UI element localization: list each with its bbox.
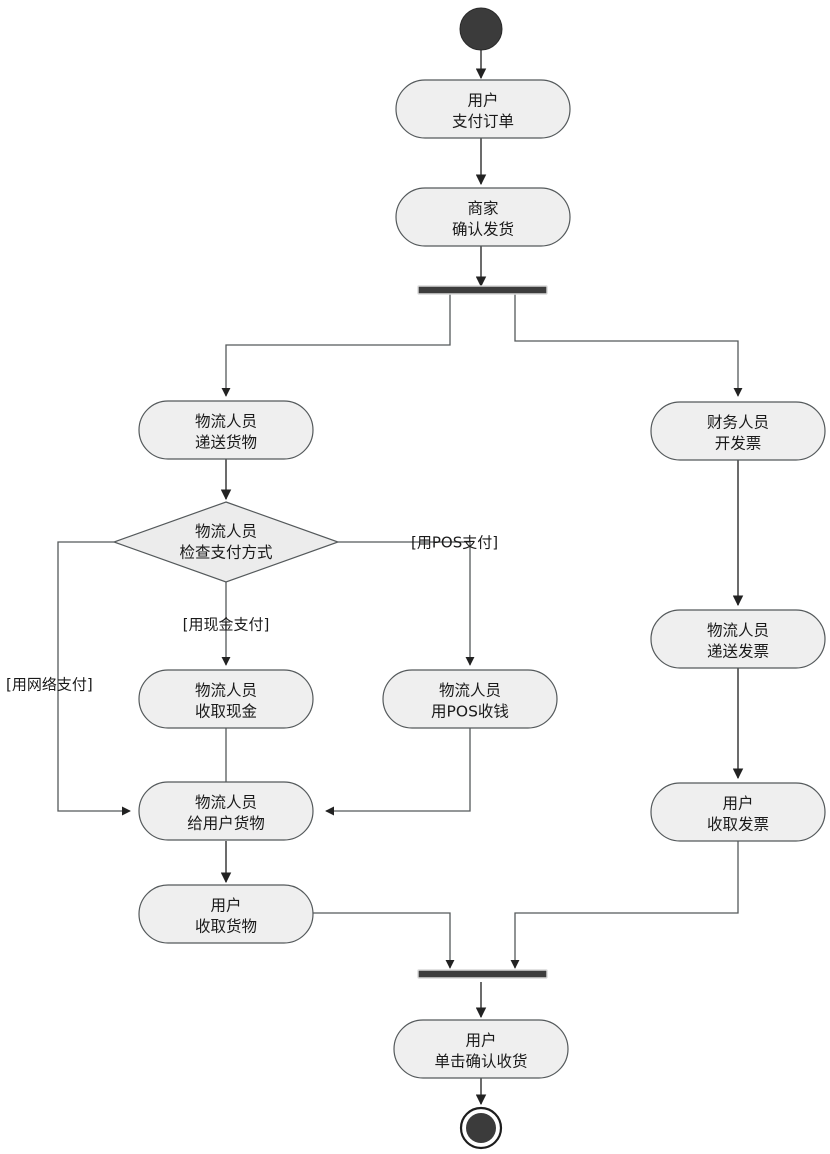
- action-node-collect-cash-line1: 物流人员: [195, 682, 257, 700]
- action-node-deliver-invoice-line2: 递送发票: [707, 643, 769, 661]
- action-node-deliver-goods-line1: 物流人员: [195, 413, 257, 431]
- action-node-deliver-goods-line2: 递送货物: [195, 434, 257, 452]
- decision-node-check-payment[interactable]: 物流人员 检查支付方式: [112, 501, 340, 583]
- edge-check-payment-to-give-goods-online: [57, 541, 131, 816]
- action-node-confirm-receipt-line1: 用户: [465, 1032, 496, 1050]
- action-node-give-goods[interactable]: 物流人员 给用户货物: [138, 781, 314, 841]
- edge-check-payment-to-collect-pos: [338, 541, 475, 666]
- edge-receive-invoice-to-join: [510, 841, 739, 969]
- guard-label-pos: [用POS支付]: [411, 534, 498, 552]
- action-node-collect-pos[interactable]: 物流人员 用POS收钱: [382, 669, 558, 729]
- action-node-collect-cash[interactable]: 物流人员 收取现金: [138, 669, 314, 729]
- action-node-receive-invoice-line1: 用户: [722, 795, 753, 813]
- initial-node[interactable]: [459, 7, 503, 51]
- action-node-collect-cash-line2: 收取现金: [195, 703, 258, 721]
- edge-collect-pos-to-give-goods: [325, 728, 471, 816]
- action-node-receive-goods-line1: 用户: [210, 897, 241, 915]
- action-node-confirm-ship-line1: 商家: [467, 200, 498, 218]
- action-node-deliver-invoice-line1: 物流人员: [707, 622, 769, 640]
- action-node-confirm-receipt-line2: 单击确认收货: [434, 1053, 527, 1071]
- join-bar[interactable]: [417, 969, 548, 979]
- edge-fork-to-deliver-goods: [221, 294, 451, 397]
- action-node-receive-invoice[interactable]: 用户 收取发票: [650, 782, 826, 842]
- decision-node-check-payment-line2: 检查支付方式: [179, 544, 272, 562]
- action-node-deliver-goods[interactable]: 物流人员 递送货物: [138, 400, 314, 460]
- action-node-deliver-invoice[interactable]: 物流人员 递送发票: [650, 609, 826, 669]
- final-node[interactable]: [459, 1106, 503, 1150]
- guard-label-online: [用网络支付]: [6, 676, 93, 694]
- action-node-pay-order[interactable]: 用户 支付订单: [395, 79, 571, 139]
- guard-label-cash: [用现金支付]: [183, 616, 270, 634]
- action-node-give-goods-line2: 给用户货物: [187, 815, 265, 833]
- edge-receive-goods-to-join: [313, 912, 455, 969]
- action-node-collect-pos-line1: 物流人员: [439, 682, 501, 700]
- action-node-pay-order-line2: 支付订单: [452, 113, 514, 131]
- action-node-issue-invoice[interactable]: 财务人员 开发票: [650, 401, 826, 461]
- action-node-pay-order-line1: 用户: [467, 92, 498, 110]
- fork-bar[interactable]: [417, 285, 548, 295]
- action-node-issue-invoice-line1: 财务人员: [707, 414, 769, 432]
- action-node-confirm-ship[interactable]: 商家 确认发货: [395, 187, 571, 247]
- action-node-receive-invoice-line2: 收取发票: [707, 816, 769, 834]
- action-node-give-goods-line1: 物流人员: [195, 794, 257, 812]
- action-node-confirm-ship-line2: 确认发货: [452, 221, 514, 239]
- action-node-receive-goods[interactable]: 用户 收取货物: [138, 884, 314, 944]
- action-node-collect-pos-line2: 用POS收钱: [431, 703, 509, 721]
- action-node-receive-goods-line2: 收取货物: [195, 918, 257, 936]
- action-node-issue-invoice-line2: 开发票: [715, 435, 762, 453]
- decision-node-check-payment-line1: 物流人员: [195, 523, 257, 541]
- action-node-confirm-receipt[interactable]: 用户 单击确认收货: [393, 1019, 569, 1079]
- edge-fork-to-issue-invoice: [514, 294, 743, 397]
